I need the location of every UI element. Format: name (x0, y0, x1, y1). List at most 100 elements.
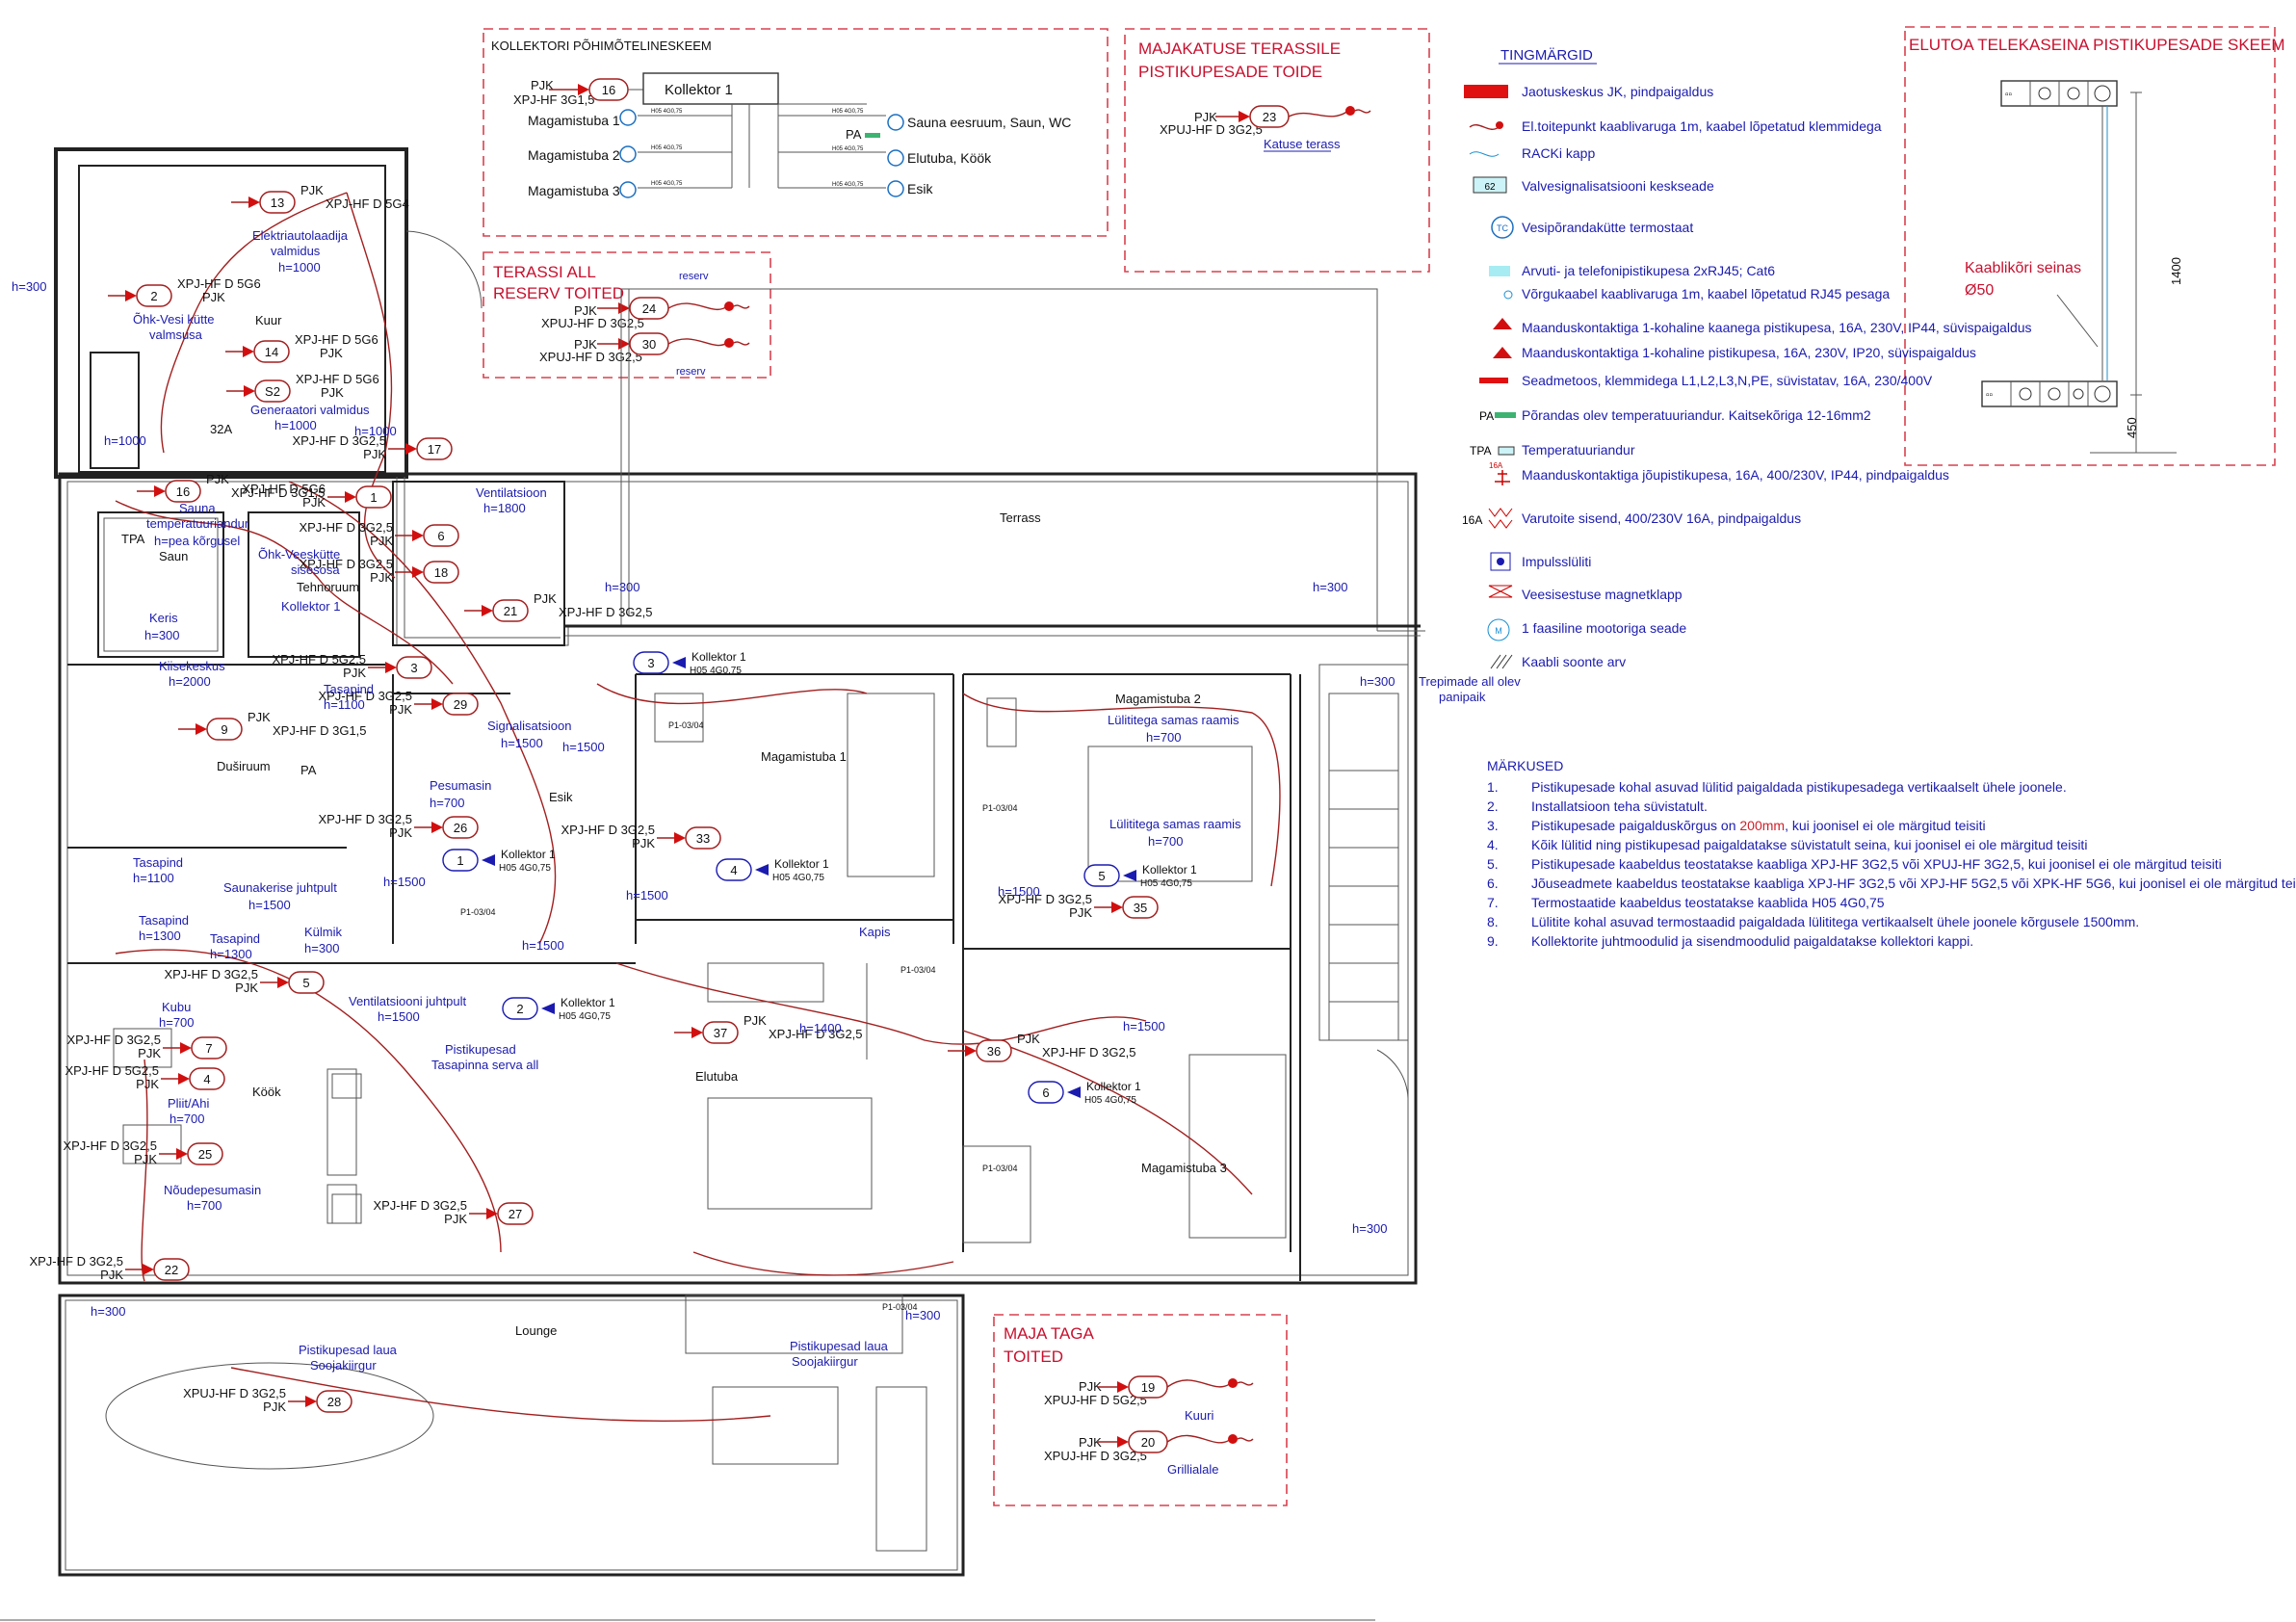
svg-text:Installatsioon teha süvistatul: Installatsioon teha süvistatult. (1531, 798, 1708, 814)
data-socket-icon (1489, 266, 1510, 276)
svg-text:PJK: PJK (574, 337, 597, 352)
svg-text:450: 450 (2125, 417, 2139, 438)
svg-text:TERASSI ALL: TERASSI ALL (493, 263, 596, 281)
network-socket-icon: ▫▫ (1986, 390, 1993, 401)
backup-input-icon (1488, 508, 1513, 529)
arrow-icon (482, 854, 495, 866)
floor-sensor-icon (1495, 412, 1516, 418)
svg-text:PA: PA (846, 127, 862, 142)
network-cable-icon (1503, 290, 1513, 300)
power-point-icon (1469, 124, 1500, 130)
svg-text:19: 19 (1141, 1380, 1155, 1395)
svg-text:PJK: PJK (1079, 1379, 1102, 1394)
note-8: 8.Lülitite kohal asuvad termostaadid pai… (1487, 914, 2139, 929)
svg-text:Magamistuba 1: Magamistuba 1 (528, 113, 620, 128)
svg-text:Õhk-Veeskütte: Õhk-Veeskütte (258, 547, 340, 562)
svg-text:sisesosa: sisesosa (291, 562, 340, 577)
svg-text:h=1500: h=1500 (522, 938, 564, 953)
svg-text:8.: 8. (1487, 914, 1499, 929)
svg-text:Seadmetoos, klemmidega L1,L2,L: Seadmetoos, klemmidega L1,L2,L3,N,PE, sü… (1522, 373, 1933, 388)
svg-text:Termostaatide kaabeldus teosta: Termostaatide kaabeldus teostatakse kaab… (1531, 895, 1885, 910)
svg-text:Kubu: Kubu (162, 1000, 191, 1014)
svg-text:1.: 1. (1487, 779, 1499, 795)
collector-schematic-frame (483, 28, 1109, 237)
thermostat-icon (887, 180, 904, 197)
circuit-label-1: XPJ-HF D 3G2,5 (66, 1033, 161, 1047)
feed-arrow-icon (176, 1148, 188, 1160)
circuit-label-1: PJK (248, 710, 271, 724)
svg-text:TOITED: TOITED (1004, 1347, 1063, 1366)
svg-text:Maanduskontaktiga jõupistikupe: Maanduskontaktiga jõupistikupesa, 16A, 4… (1522, 467, 1949, 483)
circuit-label-1: XPJ-HF D 3G2,5 (164, 967, 258, 981)
room-kuur: Kuur (255, 313, 282, 327)
svg-text:XPUJ-HF D 5G2,5: XPUJ-HF D 5G2,5 (1044, 1393, 1147, 1407)
svg-text:Külmik: Külmik (304, 925, 343, 939)
circuit-label-1: PJK (300, 183, 324, 197)
temperature-sensor-icon (1498, 446, 1515, 456)
svg-text:valmidus: valmidus (271, 244, 321, 258)
circuit-number: 17 (428, 442, 441, 457)
collector-feed-l1: PJK (531, 78, 554, 92)
collector-schematic: KOLLEKTORI PÕHIMÕTELINESKEEM PJK XPJ-HF … (483, 28, 1109, 237)
circuit-number: 7 (205, 1041, 212, 1056)
feed-arrow-icon (243, 346, 254, 357)
svg-text:Pistikupesad laua: Pistikupesad laua (790, 1339, 889, 1353)
svg-text:9.: 9. (1487, 933, 1499, 949)
svg-text:Elektriautolaadija: Elektriautolaadija (252, 228, 349, 243)
circuit-label-2: PJK (138, 1046, 161, 1060)
collector-number: 1 (457, 853, 463, 868)
thermostat-icon (619, 181, 637, 198)
svg-text:TPA: TPA (1470, 444, 1491, 458)
circuit-label-1: PJK (534, 591, 557, 606)
svg-text:Kuuri: Kuuri (1185, 1408, 1213, 1423)
svg-text:P1-03/04: P1-03/04 (982, 1164, 1018, 1173)
arrow-icon (541, 1003, 555, 1014)
svg-text:4.: 4. (1487, 837, 1499, 852)
circuit-label-1: PJK (206, 472, 229, 486)
svg-text:Kiisekeskus: Kiisekeskus (159, 659, 225, 673)
feed-arrow-icon (277, 977, 289, 988)
circuit-label-2: XPJ-HF D 3G1,5 (273, 723, 367, 738)
svg-text:P1-03/04: P1-03/04 (882, 1302, 918, 1312)
circuit-label-2: PJK (370, 534, 393, 548)
svg-text:Pesumasin: Pesumasin (430, 778, 491, 793)
svg-text:Generaatori valmidus: Generaatori valmidus (250, 403, 370, 417)
svg-text:h=300: h=300 (605, 580, 640, 594)
circuit-number: 21 (504, 604, 517, 618)
collector-cable: H05 4G0,75 (772, 873, 824, 883)
circuit-label-1: XPJ-HF D 3G2,5 (373, 1198, 467, 1213)
feed-arrow-icon (180, 1042, 192, 1054)
feed-arrow-icon (143, 1264, 154, 1275)
svg-text:23: 23 (1263, 110, 1276, 124)
circuit-label-2: PJK (363, 447, 386, 461)
svg-text:h=1300: h=1300 (210, 947, 252, 961)
svg-text:h=300: h=300 (1352, 1221, 1388, 1236)
svg-text:h=pea kõrgusel: h=pea kõrgusel (154, 534, 240, 548)
collector-cable: H05 4G0,75 (690, 666, 742, 676)
svg-text:Soojakiirgur: Soojakiirgur (310, 1358, 377, 1373)
conduit-icon (2094, 385, 2111, 403)
svg-text:h=700: h=700 (159, 1015, 195, 1030)
circuit-label-2: PJK (134, 1152, 157, 1166)
collector-name: Kollektor 1 (774, 857, 829, 871)
network-socket-icon: ▫▫ (2005, 90, 2012, 100)
svg-text:Sauna eesruum, Saun, WC: Sauna eesruum, Saun, WC (907, 115, 1071, 130)
svg-text:6.: 6. (1487, 876, 1499, 891)
feed-arrow-icon (345, 491, 356, 503)
svg-text:30: 30 (642, 337, 656, 352)
circuit-number: 14 (265, 345, 278, 359)
svg-text:PA: PA (300, 763, 317, 777)
circuit-number: 2 (150, 289, 157, 303)
svg-text:XPUJ-HF D 3G2,5: XPUJ-HF D 3G2,5 (541, 316, 644, 330)
svg-text:Tasapind: Tasapind (139, 913, 189, 928)
circuit-number: 9 (221, 722, 227, 737)
svg-text:panipaik: panipaik (1439, 690, 1486, 704)
feed-arrow-icon (385, 662, 397, 673)
circuit-number: 35 (1134, 901, 1147, 915)
svg-text:Lülititega samas raamis: Lülititega samas raamis (1109, 817, 1241, 831)
